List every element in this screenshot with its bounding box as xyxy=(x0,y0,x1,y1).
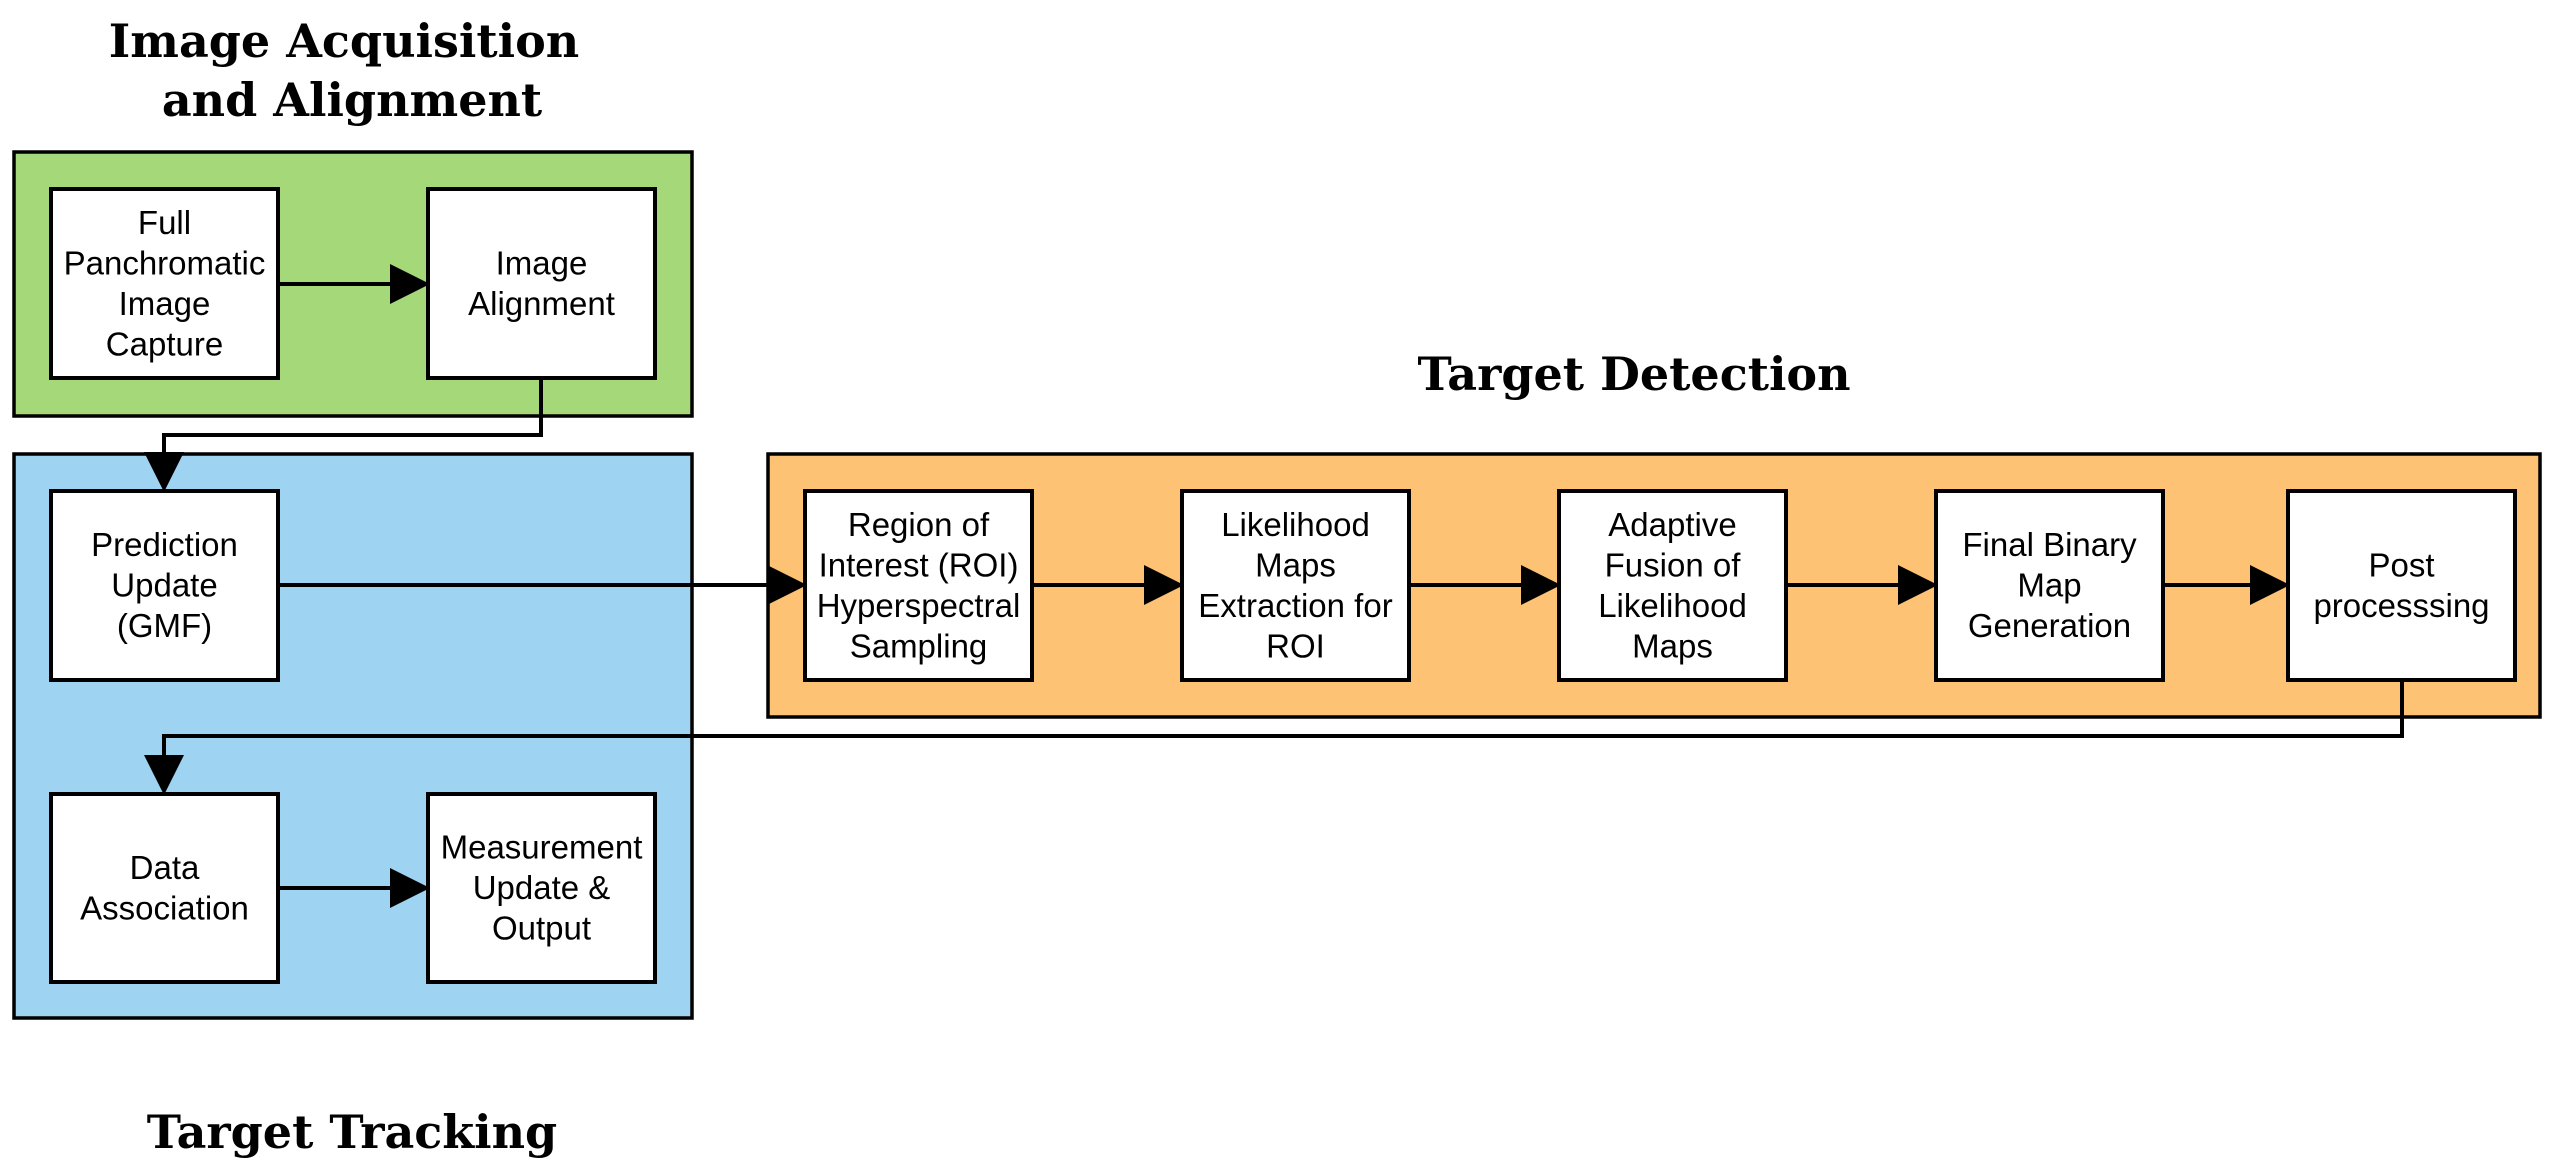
likelihood-maps-extraction-box-frame xyxy=(1180,489,1411,682)
roi-hyperspectral-sampling-box-label-line: Interest (ROI) xyxy=(819,546,1019,583)
full-panchromatic-capture-box-label-line: Full xyxy=(138,204,191,241)
full-panchromatic-capture-box-frame xyxy=(49,187,280,380)
acquisition-title-line-1: Image Acquisition xyxy=(109,14,579,68)
roi-hyperspectral-sampling-box-label-line: Hyperspectral xyxy=(817,587,1021,624)
full-panchromatic-capture-box-label-line: Image xyxy=(119,285,211,322)
measurement-update-box-label-line: Update & xyxy=(473,869,611,906)
post-processing-box-label: Post processsing xyxy=(2313,546,2489,624)
roi-hyperspectral-sampling-box-label-line: Region of xyxy=(848,506,990,543)
post-processing-box-label-line: processsing xyxy=(2313,587,2489,624)
prediction-update-box-frame xyxy=(49,489,280,682)
final-binary-map-box-label-line: Final Binary xyxy=(1962,526,2137,563)
final-binary-map-box-label-line: Generation xyxy=(1968,607,2131,644)
roi-hyperspectral-sampling-box-label-line: Sampling xyxy=(850,627,988,664)
detection-group-title: Target Detection xyxy=(1417,347,1850,401)
post-processing-box-frame xyxy=(2286,489,2517,682)
likelihood-maps-extraction-box-label-line: ROI xyxy=(1266,627,1325,664)
full-panchromatic-capture-box-label-line: Capture xyxy=(106,325,223,362)
likelihood-maps-extraction-box-label-line: Maps xyxy=(1255,546,1336,583)
data-association-box-label-line: Data xyxy=(130,849,200,886)
adaptive-fusion-box-label-line: Maps xyxy=(1632,627,1713,664)
full-panchromatic-capture-box-label-line: Panchromatic xyxy=(64,244,266,281)
image-alignment-box-frame xyxy=(426,187,657,380)
acquisition-title-line-2: and Alignment xyxy=(162,73,543,127)
arrow-post-to-data-association xyxy=(144,680,2404,795)
measurement-update-box-frame xyxy=(426,792,657,984)
adaptive-fusion-box-frame xyxy=(1557,489,1788,682)
post-processing-box: Post processsing xyxy=(2286,489,2517,682)
data-association-box-label-line: Association xyxy=(80,889,249,926)
prediction-update-box-label-line: Prediction xyxy=(91,526,238,563)
adaptive-fusion-box-label-line: Likelihood xyxy=(1598,587,1747,624)
adaptive-fusion-box-label-line: Fusion of xyxy=(1605,546,1742,583)
measurement-update-box-label-line: Measurement xyxy=(441,829,643,866)
likelihood-maps-extraction-box-label-line: Extraction for xyxy=(1198,587,1392,624)
final-binary-map-box-label-line: Map xyxy=(2017,567,2081,604)
data-association-box-frame xyxy=(49,792,280,984)
tracking-group-title: Target Tracking xyxy=(147,1105,557,1159)
post-processing-box-label-line: Post xyxy=(2368,546,2434,583)
likelihood-maps-extraction-box-label-line: Likelihood xyxy=(1221,506,1370,543)
measurement-update-box-label-line: Output xyxy=(492,910,591,947)
image-alignment-box-label-line: Alignment xyxy=(468,285,615,322)
final-binary-map-box-frame xyxy=(1934,489,2165,682)
arrow-alignment-to-prediction xyxy=(144,378,543,492)
adaptive-fusion-box-label-line: Adaptive xyxy=(1608,506,1736,543)
prediction-update-box-label-line: Update xyxy=(111,567,217,604)
image-alignment-box-label-line: Image xyxy=(496,244,588,281)
prediction-update-box-label-line: (GMF) xyxy=(117,607,212,644)
acquisition-group-title: Image Acquisition and Alignment xyxy=(109,14,595,127)
roi-hyperspectral-sampling-box-frame xyxy=(803,489,1034,682)
